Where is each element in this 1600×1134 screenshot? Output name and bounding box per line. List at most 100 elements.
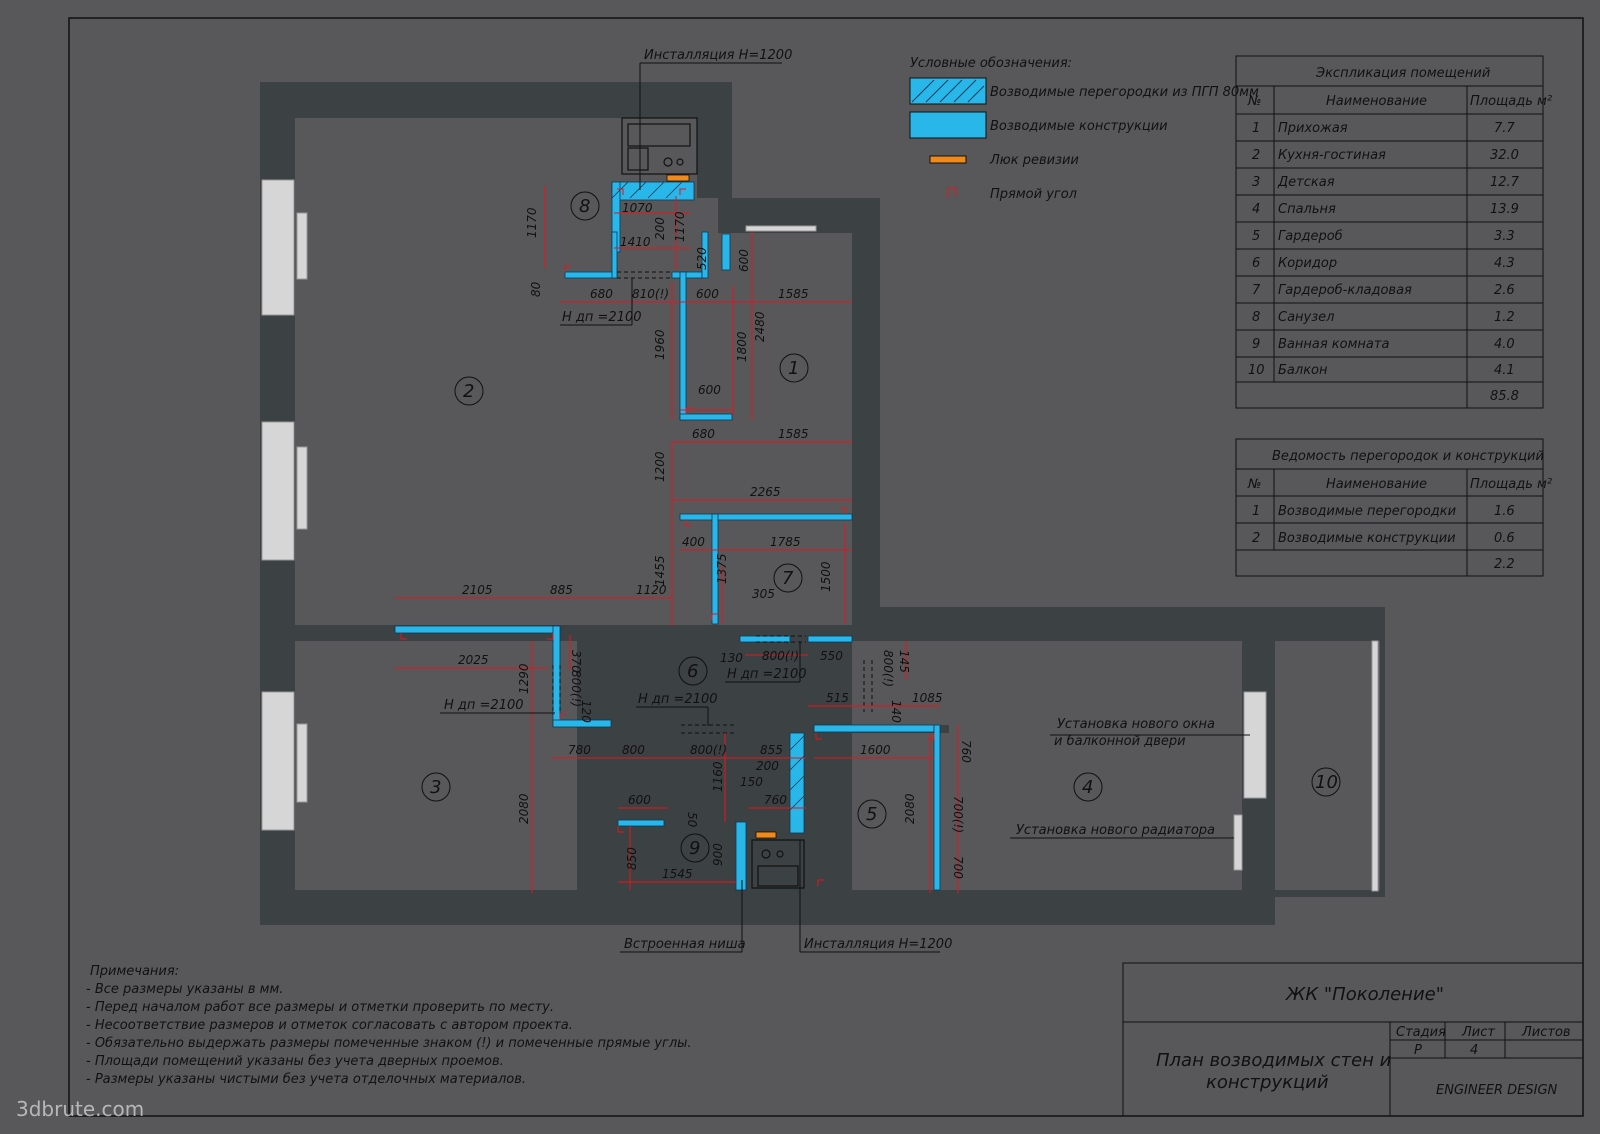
new-partitions — [394, 181, 941, 891]
explication-text: Экспликация помещений № Наименование Пло… — [1247, 66, 1552, 404]
svg-text:H дп =2100: H дп =2100 — [638, 692, 718, 707]
svg-text:145: 145 — [897, 650, 911, 673]
svg-text:ENGINEER DESIGN: ENGINEER DESIGN — [1436, 1083, 1558, 1098]
svg-text:Прихожая: Прихожая — [1278, 121, 1348, 136]
svg-text:Кухня-гостиная: Кухня-гостиная — [1278, 148, 1386, 163]
svg-text:5: 5 — [1252, 229, 1260, 244]
svg-text:80: 80 — [529, 281, 543, 297]
svg-text:85.8: 85.8 — [1490, 389, 1519, 404]
svg-text:4.3: 4.3 — [1494, 256, 1515, 271]
svg-text:1120: 1120 — [636, 583, 667, 597]
svg-text:130: 130 — [720, 651, 743, 665]
inspection-hatches — [666, 174, 777, 839]
svg-text:2480: 2480 — [753, 311, 767, 342]
svg-text:Экспликация помещений: Экспликация помещений — [1315, 66, 1490, 81]
svg-text:2: 2 — [463, 381, 474, 402]
svg-text:1: 1 — [788, 358, 799, 379]
svg-text:1375: 1375 — [715, 553, 729, 584]
svg-text:Наименование: Наименование — [1326, 94, 1427, 109]
svg-text:370: 370 — [569, 650, 583, 673]
svg-text:2025: 2025 — [458, 653, 489, 667]
svg-text:680: 680 — [692, 427, 715, 441]
svg-text:4.0: 4.0 — [1494, 337, 1515, 352]
door-openings — [552, 271, 873, 734]
svg-text:№: № — [1247, 94, 1262, 109]
title-block-text: ЖК "Поколение" План возводимых стен и ко… — [1156, 984, 1571, 1098]
svg-text:Коридор: Коридор — [1278, 256, 1337, 271]
svg-text:850: 850 — [625, 847, 639, 870]
watermark: 3dbrute.com — [16, 1097, 144, 1121]
svg-text:13.9: 13.9 — [1490, 202, 1519, 217]
svg-text:2080: 2080 — [903, 793, 917, 824]
title-block — [1122, 962, 1584, 1117]
svg-text:конструкций: конструкций — [1206, 1072, 1329, 1093]
svg-text:4.1: 4.1 — [1494, 363, 1515, 378]
svg-text:7: 7 — [782, 568, 794, 589]
svg-text:Р: Р — [1414, 1043, 1422, 1058]
svg-text:1585: 1585 — [778, 287, 809, 301]
svg-text:1500: 1500 — [819, 561, 833, 592]
svg-text:Площадь м²: Площадь м² — [1470, 477, 1552, 492]
svg-text:3.3: 3.3 — [1494, 229, 1515, 244]
svg-text:550: 550 — [820, 649, 843, 663]
svg-text:2.2: 2.2 — [1494, 557, 1515, 572]
svg-text:и балконной двери: и балконной двери — [1054, 734, 1186, 749]
svg-text:- Несоответствие размеров и от: - Несоответствие размеров и отметок согл… — [86, 1018, 573, 1033]
svg-text:№: № — [1247, 477, 1262, 492]
svg-text:800(!): 800(!) — [762, 649, 799, 663]
svg-text:Возводимые конструкции: Возводимые конструкции — [990, 119, 1168, 134]
svg-text:9: 9 — [1252, 337, 1260, 352]
svg-text:2105: 2105 — [462, 583, 493, 597]
svg-text:32.0: 32.0 — [1490, 148, 1519, 163]
windows — [261, 179, 1379, 892]
fixtures — [621, 117, 805, 889]
room-number-labels: 1 2 3 4 5 6 7 8 9 10 — [430, 196, 1338, 859]
svg-text:1545: 1545 — [662, 867, 693, 881]
svg-text:855: 855 — [760, 743, 783, 757]
explication-table — [1235, 55, 1544, 409]
svg-text:2265: 2265 — [750, 485, 781, 499]
svg-text:3: 3 — [1252, 175, 1260, 190]
svg-text:Инсталляция H=1200: Инсталляция H=1200 — [644, 48, 792, 63]
svg-text:Встроенная ниша: Встроенная ниша — [624, 937, 746, 952]
svg-text:1085: 1085 — [912, 691, 943, 705]
svg-text:1960: 1960 — [653, 329, 667, 360]
svg-text:600: 600 — [696, 287, 719, 301]
svg-text:2: 2 — [1252, 531, 1260, 546]
svg-text:6: 6 — [687, 661, 698, 682]
svg-text:- Все размеры указаны в мм.: - Все размеры указаны в мм. — [86, 982, 283, 997]
svg-text:1600: 1600 — [860, 743, 891, 757]
svg-text:Спальня: Спальня — [1278, 202, 1336, 217]
svg-text:7.7: 7.7 — [1494, 121, 1515, 136]
statement-text: Ведомость перегородок и конструкций № На… — [1247, 449, 1552, 572]
svg-text:760: 760 — [959, 740, 973, 763]
dimension-lines — [395, 186, 959, 893]
svg-text:150: 150 — [740, 775, 763, 789]
exterior-walls — [260, 82, 1385, 925]
svg-text:7: 7 — [1252, 283, 1261, 298]
svg-text:H дп =2100: H дп =2100 — [727, 667, 807, 682]
svg-text:800: 800 — [622, 743, 645, 757]
svg-text:1070: 1070 — [622, 201, 653, 215]
svg-text:1585: 1585 — [778, 427, 809, 441]
svg-text:800(!): 800(!) — [690, 743, 727, 757]
svg-text:8: 8 — [1252, 310, 1260, 325]
right-angle-markers — [400, 188, 935, 886]
notes: Примечания: - Все размеры указаны в мм. … — [86, 964, 692, 1087]
svg-text:- Перед началом работ все разм: - Перед началом работ все размеры и отме… — [86, 1000, 554, 1015]
svg-text:700: 700 — [951, 856, 965, 879]
sheet-frame — [68, 17, 1584, 1117]
svg-text:4: 4 — [1252, 202, 1260, 217]
svg-text:Возводимые конструкции: Возводимые конструкции — [1278, 531, 1456, 546]
svg-text:1200: 1200 — [653, 451, 667, 482]
dimension-texts: 1070 1170 200 1170 1410 520 600 80 680 8… — [458, 201, 973, 881]
svg-text:6: 6 — [1252, 256, 1260, 271]
svg-text:План возводимых стен и: План возводимых стен и — [1156, 1050, 1392, 1071]
svg-text:600: 600 — [737, 249, 751, 272]
svg-text:515: 515 — [826, 691, 849, 705]
svg-text:10: 10 — [1248, 363, 1265, 378]
svg-text:Условные обозначения:: Условные обозначения: — [910, 56, 1072, 71]
svg-text:Детская: Детская — [1277, 175, 1335, 190]
svg-text:- Обязательно выдержать размер: - Обязательно выдержать размеры помеченн… — [86, 1036, 692, 1051]
svg-text:1170: 1170 — [525, 207, 539, 238]
